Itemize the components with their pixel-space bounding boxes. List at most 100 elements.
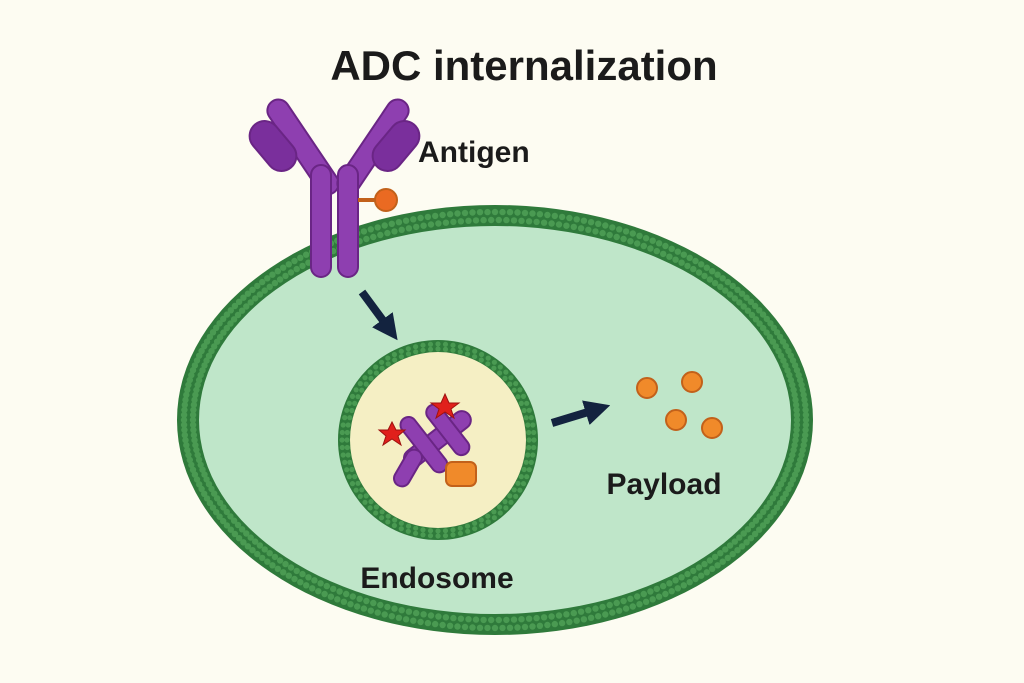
membrane-bead [520, 393, 527, 399]
membrane-bead [629, 603, 636, 610]
membrane-bead [203, 495, 211, 502]
membrane-bead [525, 452, 531, 458]
membrane-bead [220, 329, 227, 336]
membrane-bead [344, 437, 350, 443]
membrane-bead [209, 504, 217, 511]
membrane-bead [717, 550, 724, 557]
membrane-bead [479, 351, 485, 358]
membrane-bead [766, 499, 774, 507]
membrane-bead [526, 467, 532, 473]
membrane-bead [772, 343, 779, 350]
membrane-bead [276, 557, 284, 564]
membrane-bead [472, 348, 478, 354]
membrane-bead [299, 570, 306, 578]
membrane-bead [339, 437, 345, 443]
membrane-bead [526, 407, 532, 413]
membrane-bead [234, 311, 242, 319]
membrane-bead [476, 209, 484, 216]
membrane-bead [801, 396, 808, 404]
membrane-bead [613, 599, 620, 607]
membrane-bead [193, 476, 201, 483]
membrane-bead [729, 282, 736, 290]
membrane-bead [256, 542, 264, 549]
membrane-bead [636, 232, 643, 239]
membrane-bead [195, 456, 203, 464]
membrane-bead [342, 459, 348, 465]
membrane-bead [349, 393, 356, 399]
membrane-bead [256, 291, 264, 298]
membrane-bead [381, 611, 388, 618]
membrane-bead [472, 354, 478, 360]
membrane-bead [227, 320, 234, 327]
membrane-bead [352, 474, 358, 480]
membrane-bead [526, 429, 532, 436]
membrane-bead [793, 367, 801, 374]
membrane-bead [585, 226, 592, 233]
membrane-bead [779, 338, 787, 345]
membrane-bead [602, 611, 609, 618]
membrane-bead [190, 406, 197, 414]
membrane-bead [427, 221, 435, 228]
membrane-bead [751, 302, 759, 310]
membrane-bead [674, 248, 681, 255]
membrane-bead [711, 279, 719, 287]
membrane-bead [497, 364, 503, 370]
membrane-bead [726, 291, 734, 298]
membrane-bead [802, 411, 810, 419]
membrane-bead [719, 275, 726, 282]
membrane-bead [767, 320, 774, 327]
membrane-bead [793, 406, 800, 414]
membrane-bead [465, 346, 471, 352]
membrane-bead [244, 290, 252, 297]
membrane-bead [373, 504, 379, 510]
membrane-bead [274, 565, 281, 572]
membrane-bead [580, 217, 588, 224]
membrane-bead [602, 222, 609, 229]
membrane-bead [531, 429, 537, 436]
membrane-bead [398, 526, 404, 532]
membrane-bead [731, 295, 738, 302]
membrane-bead [802, 421, 810, 429]
membrane-bead [297, 254, 304, 261]
membrane-bead [184, 386, 191, 394]
membrane-bead [695, 564, 703, 571]
membrane-bead [734, 286, 741, 293]
membrane-bead [555, 612, 563, 619]
membrane-bead [684, 570, 691, 578]
membrane-bead [199, 466, 206, 473]
membrane-bead [511, 487, 517, 493]
membrane-bead [367, 369, 373, 375]
membrane-bead [714, 562, 721, 569]
membrane-bead [198, 347, 205, 355]
membrane-bead [357, 493, 363, 499]
membrane-bead [181, 406, 188, 414]
membrane-bead [769, 338, 777, 345]
membrane-bead [223, 311, 231, 318]
membrane-bead [450, 614, 457, 622]
membrane-bead [363, 381, 369, 387]
membrane-bead [800, 441, 807, 449]
membrane-bead [213, 509, 220, 516]
membrane-bead [529, 210, 536, 217]
membrane-bead [238, 307, 246, 314]
membrane-bead [220, 517, 227, 525]
membrane-bead [346, 474, 352, 480]
membrane-bead [220, 315, 227, 323]
membrane-bead [503, 369, 509, 375]
membrane-bead [548, 613, 555, 620]
membrane-bead [613, 233, 620, 241]
membrane-bead [213, 324, 220, 331]
membrane-bead [672, 577, 679, 584]
membrane-bead [503, 216, 510, 224]
membrane-bead [205, 481, 213, 488]
internalization-arrow [358, 289, 398, 341]
membrane-bead [192, 391, 199, 399]
membrane-bead [457, 344, 463, 350]
membrane-bead [802, 406, 809, 414]
membrane-bead [649, 596, 656, 603]
endosome-label: Endosome [360, 562, 513, 595]
membrane-bead [368, 499, 374, 505]
membrane-bead [259, 554, 266, 562]
membrane-bead [799, 446, 806, 454]
